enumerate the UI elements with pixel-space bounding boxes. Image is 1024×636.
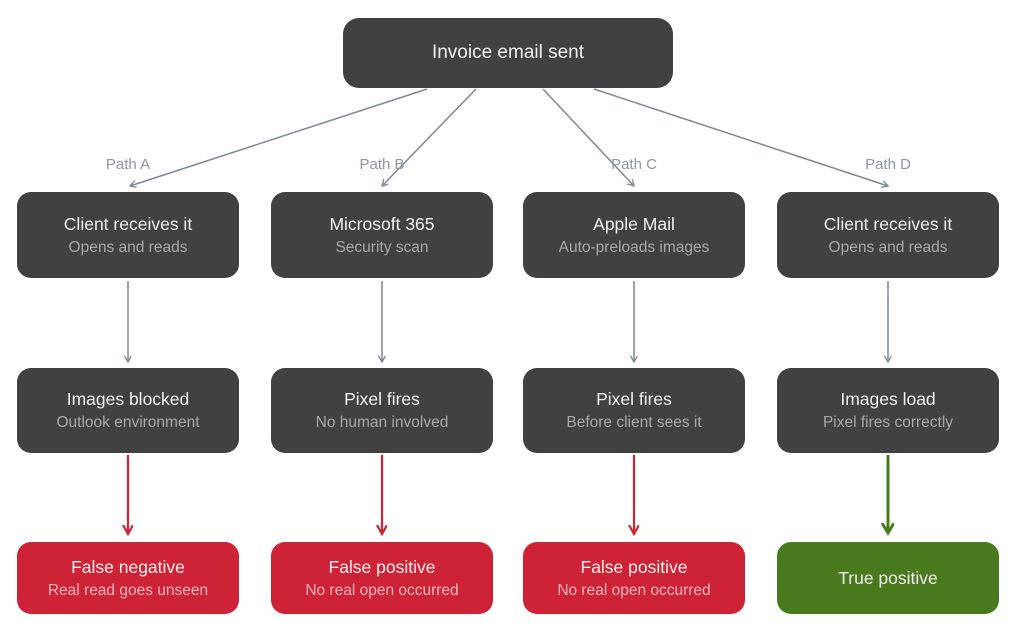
node-d-stage1-title: Client receives it — [823, 213, 953, 234]
node-a-stage1: Client receives it Opens and reads — [17, 192, 239, 278]
node-d-stage1: Client receives it Opens and reads — [777, 192, 999, 278]
node-d-stage2-subtitle: Pixel fires correctly — [822, 414, 954, 432]
node-a-outcome-subtitle: Real read goes unseen — [47, 581, 209, 599]
node-d-stage1-subtitle: Opens and reads — [828, 238, 948, 256]
node-c-stage1: Apple Mail Auto-preloads images — [523, 192, 745, 278]
node-root: Invoice email sent — [343, 18, 673, 88]
node-c-outcome-title: False positive — [580, 556, 688, 577]
node-c-stage2: Pixel fires Before client sees it — [523, 368, 745, 453]
node-b-stage2-subtitle: No human involved — [315, 414, 449, 432]
path-a-label: Path A — [105, 156, 151, 173]
node-c-stage2-title: Pixel fires — [596, 389, 672, 410]
path-c-label: Path C — [611, 156, 657, 173]
node-a-outcome: False negative Real read goes unseen — [17, 542, 239, 614]
node-a-stage1-title: Client receives it — [63, 213, 193, 234]
node-d-outcome: True positive — [777, 542, 999, 614]
node-b-stage1-subtitle: Security scan — [335, 238, 429, 256]
node-a-stage2-title: Images blocked — [66, 389, 190, 410]
node-c-stage2-subtitle: Before client sees it — [566, 414, 702, 432]
node-b-stage2-title: Pixel fires — [344, 389, 420, 410]
node-b-stage1-title: Microsoft 365 — [329, 213, 435, 234]
node-root-label: Invoice email sent — [431, 42, 585, 64]
node-b-outcome-title: False positive — [328, 556, 436, 577]
node-c-stage1-subtitle: Auto-preloads images — [558, 238, 710, 256]
node-d-stage2-title: Images load — [840, 389, 936, 410]
node-c-outcome: False positive No real open occurred — [523, 542, 745, 614]
node-a-stage1-subtitle: Opens and reads — [68, 238, 188, 256]
path-b-label: Path B — [359, 156, 405, 173]
path-d-label: Path D — [865, 156, 911, 173]
node-a-outcome-title: False negative — [71, 556, 185, 577]
node-a-stage2-subtitle: Outlook environment — [56, 414, 200, 432]
node-d-stage2: Images load Pixel fires correctly — [777, 368, 999, 453]
node-d-outcome-title: True positive — [838, 567, 938, 588]
node-c-stage1-title: Apple Mail — [593, 213, 675, 234]
node-b-outcome: False positive No real open occurred — [271, 542, 493, 614]
node-c-outcome-subtitle: No real open occurred — [557, 581, 711, 599]
node-b-stage2: Pixel fires No human involved — [271, 368, 493, 453]
node-b-outcome-subtitle: No real open occurred — [305, 581, 459, 599]
node-b-stage1: Microsoft 365 Security scan — [271, 192, 493, 278]
node-a-stage2: Images blocked Outlook environment — [17, 368, 239, 453]
